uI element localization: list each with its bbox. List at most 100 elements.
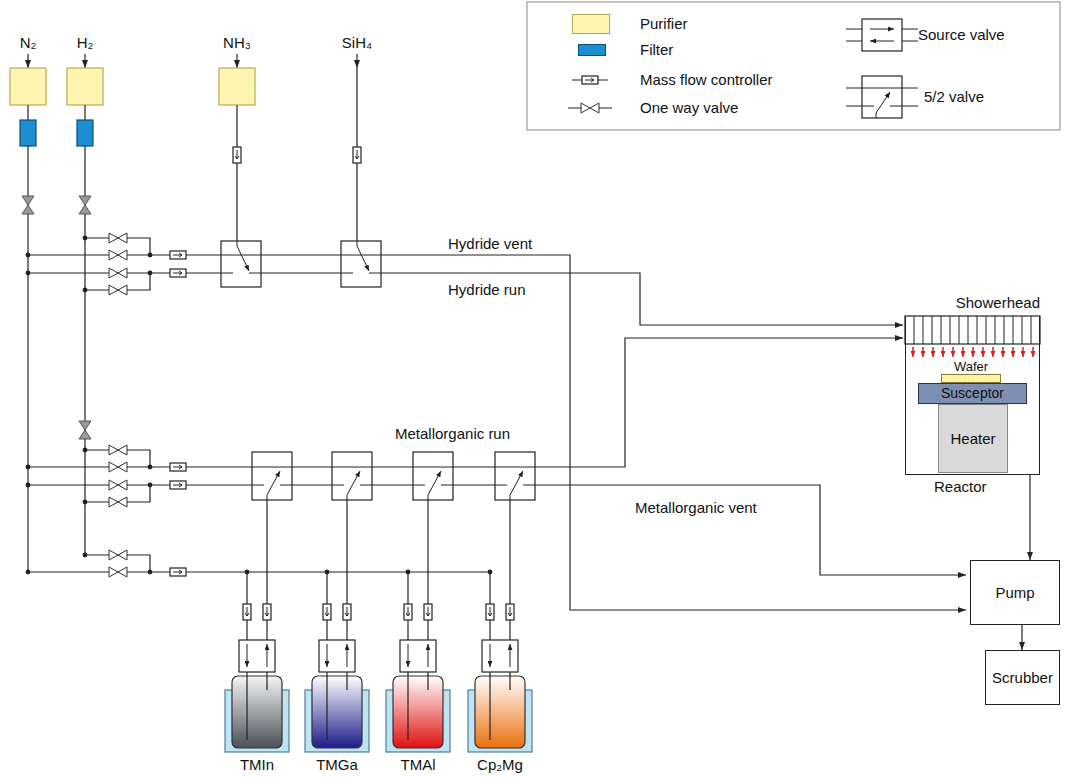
- mfc-arrow: [508, 607, 512, 616]
- mass-flow-controller: [323, 604, 331, 620]
- legend-line: [846, 106, 862, 107]
- mass-flow-controller: [170, 463, 186, 471]
- node-text: Heater: [950, 430, 995, 447]
- gas-flow-arrow: [922, 347, 924, 357]
- valve-arrow: [347, 471, 360, 500]
- mfc-arrow: [173, 271, 182, 275]
- one-way-valve: [79, 421, 91, 430]
- valve-passage: [280, 485, 292, 486]
- one-way-valve: [109, 567, 118, 577]
- showerhead-hole: [977, 316, 978, 344]
- junction-dot: [26, 570, 31, 575]
- mfc-arrow: [426, 607, 430, 616]
- node-text: Wafer: [942, 360, 1000, 375]
- valve-arrow: [357, 241, 369, 271]
- one-way-valve: [118, 497, 127, 507]
- gas-line: [85, 238, 150, 255]
- one-way-valve: [118, 462, 127, 472]
- filter: [77, 120, 93, 146]
- mfc-arrow: [173, 253, 182, 257]
- legend-box: [527, 2, 1060, 130]
- junction-dot: [83, 448, 88, 453]
- gas-flow-arrow: [972, 347, 974, 357]
- five-two-valve: [413, 452, 453, 500]
- valve-passage: [360, 485, 372, 486]
- mass-flow-controller: [263, 604, 271, 620]
- one-way-valve: [109, 550, 118, 560]
- junction-dot: [148, 483, 153, 488]
- mass-flow-controller: [353, 147, 361, 163]
- valve-passage: [221, 273, 233, 274]
- one-way-valve: [118, 268, 127, 278]
- junction-dot: [245, 570, 250, 575]
- mfc-arrow: [345, 607, 349, 616]
- valve-passage: [341, 273, 353, 274]
- one-way-valve: [118, 480, 127, 490]
- gas-line: [28, 254, 150, 255]
- showerhead-hole: [950, 316, 951, 344]
- gas-line: [85, 485, 150, 502]
- gas-line: [85, 273, 150, 290]
- junction-dot: [148, 465, 153, 470]
- mfc-arrow: [488, 607, 492, 616]
- five-two-valve: [221, 241, 261, 287]
- purifier: [219, 68, 255, 105]
- dip-tube: [489, 672, 490, 740]
- pump-box: Pump: [970, 560, 1060, 625]
- gas-line: [28, 466, 150, 467]
- showerhead-hole: [1022, 316, 1023, 344]
- gas-line: [84, 54, 85, 68]
- valve-arrow: [237, 241, 249, 271]
- source-valve-arrow: [490, 644, 491, 667]
- valve-passage: [413, 467, 453, 468]
- gas-flow-arrow: [932, 347, 934, 357]
- showerhead-hole: [968, 316, 969, 344]
- one-way-valve: [109, 480, 118, 490]
- gas-line: [150, 273, 903, 325]
- legend-text: Purifier: [640, 15, 688, 32]
- gas-flow-arrow: [1032, 347, 1034, 357]
- gas-flow-arrow: [952, 347, 954, 357]
- valve-passage: [252, 467, 292, 468]
- mass-flow-controller: [170, 568, 186, 576]
- showerhead-hole: [995, 316, 996, 344]
- valve-passage: [332, 467, 372, 468]
- node-text: Pump: [995, 584, 1034, 601]
- bubbler-cylinder: [393, 676, 443, 748]
- line-name: Metallorganic vent: [635, 499, 757, 516]
- scrubber-box: Scrubber: [985, 650, 1060, 705]
- one-way-valve: [79, 205, 91, 214]
- legend-line: [846, 88, 862, 89]
- gas-line: [150, 255, 966, 610]
- dip-tube: [407, 672, 408, 740]
- source-valve-arrow: [870, 29, 894, 30]
- junction-dot: [83, 236, 88, 241]
- valve-arrow: [267, 471, 280, 500]
- valve-arrow: [428, 471, 441, 500]
- line-name: Hydride run: [448, 281, 526, 298]
- outlet-tube: [266, 672, 267, 690]
- dip-tube: [246, 672, 247, 740]
- showerhead-hole: [923, 316, 924, 344]
- outlet-tube: [509, 672, 510, 690]
- junction-dot: [488, 570, 493, 575]
- one-way-valve: [590, 103, 599, 113]
- showerhead-hole: [914, 316, 915, 344]
- showerhead-hole: [986, 316, 987, 344]
- valve-passage: [369, 273, 381, 274]
- outlet-tube: [346, 672, 347, 690]
- legend-line: [598, 80, 608, 81]
- gas-line: [84, 105, 85, 120]
- showerhead-plate: [905, 316, 1040, 344]
- node-text: Susceptor: [941, 385, 1004, 401]
- mfc-arrow: [325, 607, 329, 616]
- junction-dot: [148, 570, 153, 575]
- gas-line: [27, 54, 28, 68]
- one-way-valve: [118, 285, 127, 295]
- showerhead-hole: [1004, 316, 1005, 344]
- valve-arrow: [876, 92, 890, 118]
- mfc-arrow: [585, 78, 594, 82]
